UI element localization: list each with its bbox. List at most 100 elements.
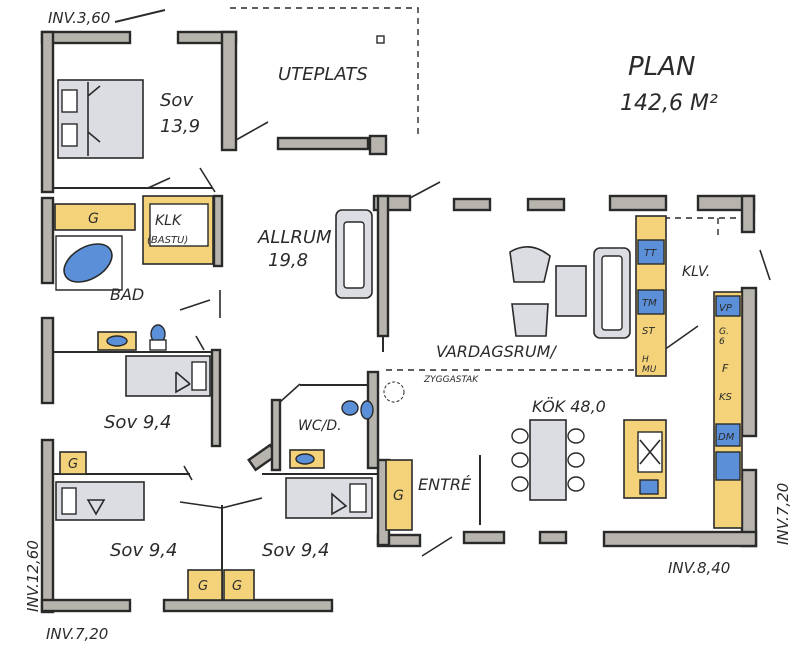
- door-wc: [279, 383, 301, 403]
- wall-right-top: [740, 194, 756, 234]
- wall-sov2-right: [210, 348, 222, 448]
- wc-label: WC/D.: [298, 418, 342, 434]
- bed-covers: [87, 82, 101, 156]
- allrum-area: 19,8: [268, 250, 308, 271]
- sov2-pillow: [191, 361, 207, 391]
- dim-right-label: INV.7,20: [774, 483, 792, 545]
- klk-label: KLK: [155, 213, 183, 229]
- wall-top-left: [40, 30, 132, 45]
- pillow-1: [61, 89, 78, 113]
- chair: [511, 452, 529, 468]
- door-sov3-mark: [183, 465, 193, 481]
- vardagsrum-label: VARDAGSRUM/: [436, 342, 557, 361]
- sov3-closet-label: G: [198, 579, 208, 594]
- uteplats-post: [376, 35, 385, 44]
- appliance-dm-label: DM: [718, 432, 735, 443]
- sov3-wardrobe-label: G: [68, 457, 78, 472]
- appliance-f-label: F: [722, 362, 729, 375]
- sov3-wardrobe: [59, 451, 87, 475]
- dim-bottom-left-label: INV.7,20: [46, 625, 108, 643]
- wall-allrum-top: [276, 136, 370, 151]
- appliance-vp-label: VP: [719, 303, 733, 314]
- plan-area: 142,6 M²: [620, 91, 718, 116]
- dining-table: [529, 419, 567, 501]
- dim-bottom-right-label: INV.8,40: [668, 559, 730, 577]
- zyggastak-label: ZYGGASTAK: [423, 375, 479, 385]
- sov4-closet-label: G: [232, 579, 242, 594]
- armchair-1: [509, 246, 551, 283]
- allrum-label: ALLRUM: [257, 227, 332, 248]
- klv-label: KLV.: [682, 264, 710, 280]
- island-cooktop-cross: [639, 439, 661, 465]
- appliance-g6-label: G.6: [719, 327, 729, 347]
- wall-bottom-right: [602, 530, 758, 548]
- chair: [511, 428, 529, 444]
- bastu-label: (BASTU): [147, 235, 188, 246]
- wall-left-bad: [40, 196, 55, 285]
- sov4-label: Sov 9,4: [262, 540, 329, 561]
- sov4-blanket: [331, 492, 348, 516]
- sov-master-area: 13,9: [160, 116, 200, 137]
- wall-wc-left: [270, 398, 282, 472]
- wall-bottom-mid: [162, 598, 334, 613]
- wall-left-lower: [40, 438, 55, 614]
- appliance-dm: [715, 423, 741, 447]
- door-sov3: [179, 501, 223, 509]
- uteplats-label: UTEPLATS: [278, 64, 368, 85]
- wall-wc-right: [366, 370, 380, 470]
- wall-left-sov2: [40, 316, 55, 405]
- wall-bottom-kitchen1: [462, 530, 506, 545]
- dining-chairs: [511, 428, 585, 492]
- door-klk: [147, 177, 171, 189]
- allrum-sofa-seat: [343, 221, 365, 289]
- chair: [567, 428, 585, 444]
- pillow-2: [61, 123, 78, 147]
- sov2-label: Sov 9,4: [104, 412, 171, 433]
- dim-top-label: INV.3,60: [48, 9, 110, 27]
- bad-sink: [106, 335, 128, 347]
- wall-left-upper: [40, 30, 55, 194]
- sov3-pillow: [61, 487, 77, 515]
- sov-master-label: Sov: [160, 90, 193, 111]
- chair: [511, 476, 529, 492]
- appliance-tm-label: TM: [642, 298, 657, 309]
- wc-sink: [341, 400, 359, 416]
- right-column: [713, 291, 743, 529]
- bad-storage-label: G: [88, 211, 99, 227]
- appliance-vp: [715, 295, 741, 317]
- door-living-terrace: [409, 181, 441, 199]
- klk-bench: [149, 203, 209, 247]
- wall-bottom-kitchen2: [538, 530, 568, 545]
- wc-toilet: [360, 400, 374, 420]
- island-oven: [639, 479, 659, 495]
- bad-label: BAD: [110, 285, 144, 304]
- door-sov-master: [199, 167, 216, 193]
- wall-living-top2: [526, 197, 566, 212]
- entre-wardrobe: [385, 459, 413, 531]
- door-klv: [759, 249, 771, 281]
- bad-storage: [54, 203, 136, 231]
- chair: [567, 476, 585, 492]
- sov4-closet: [223, 569, 255, 601]
- wall-allrum-right: [376, 194, 390, 338]
- uteplats-outline: [230, 7, 419, 138]
- sov3-closet: [187, 569, 223, 601]
- wall-bad-right: [212, 194, 224, 268]
- bad-toilet-tank: [149, 339, 167, 351]
- plan-title: PLAN: [628, 52, 695, 82]
- door-sov2: [179, 299, 211, 311]
- wall-living-top1: [452, 197, 492, 212]
- appliance-sink: [715, 451, 741, 481]
- wall-living-top3: [608, 194, 668, 212]
- dim-top-leader: [114, 9, 166, 23]
- wall-bedroom-right: [220, 30, 238, 152]
- sov3-blanket: [86, 499, 106, 516]
- appliance-tm: [637, 289, 665, 315]
- bad-shower-mark: [195, 335, 205, 351]
- appliance-st-label: ST: [642, 326, 655, 337]
- entre-wardrobe-label: G: [393, 488, 404, 504]
- wall-bottom-left: [40, 598, 132, 613]
- fireplace-vent: [383, 381, 405, 403]
